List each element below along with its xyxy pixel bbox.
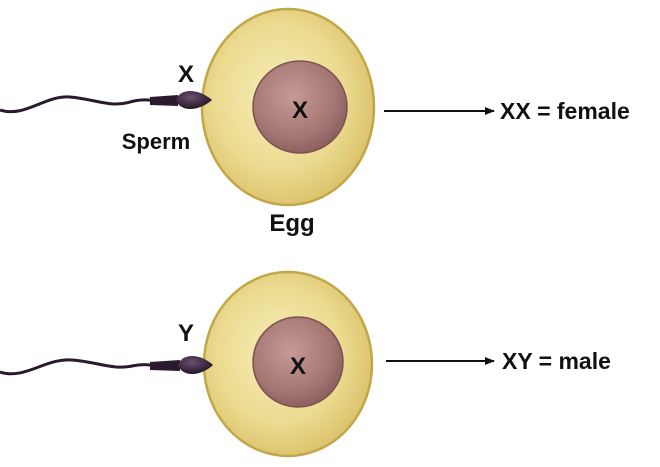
sperm-chromosome-label: Y xyxy=(178,320,194,347)
sperm-head xyxy=(178,356,213,374)
sperm-label: Sperm xyxy=(122,129,190,154)
sperm-chromosome-label: X xyxy=(178,61,194,88)
sperm-tail xyxy=(0,358,161,376)
egg-chromosome-label: X xyxy=(290,353,306,380)
sperm-head xyxy=(176,91,212,109)
result-label-female: XX = female xyxy=(500,98,630,124)
egg-label: Egg xyxy=(269,210,314,237)
sperm-midpiece xyxy=(150,360,180,371)
male-fertilization-row: X Y XY = male xyxy=(0,270,611,458)
result-label-male: XY = male xyxy=(502,348,611,374)
egg-nucleus xyxy=(252,60,348,154)
female-fertilization-row: X X Sperm Egg XX = female xyxy=(0,7,630,237)
sperm-midpiece xyxy=(150,95,178,106)
sperm-tail xyxy=(0,95,161,114)
egg-chromosome-label: X xyxy=(292,97,308,124)
egg-nucleus xyxy=(252,316,344,408)
